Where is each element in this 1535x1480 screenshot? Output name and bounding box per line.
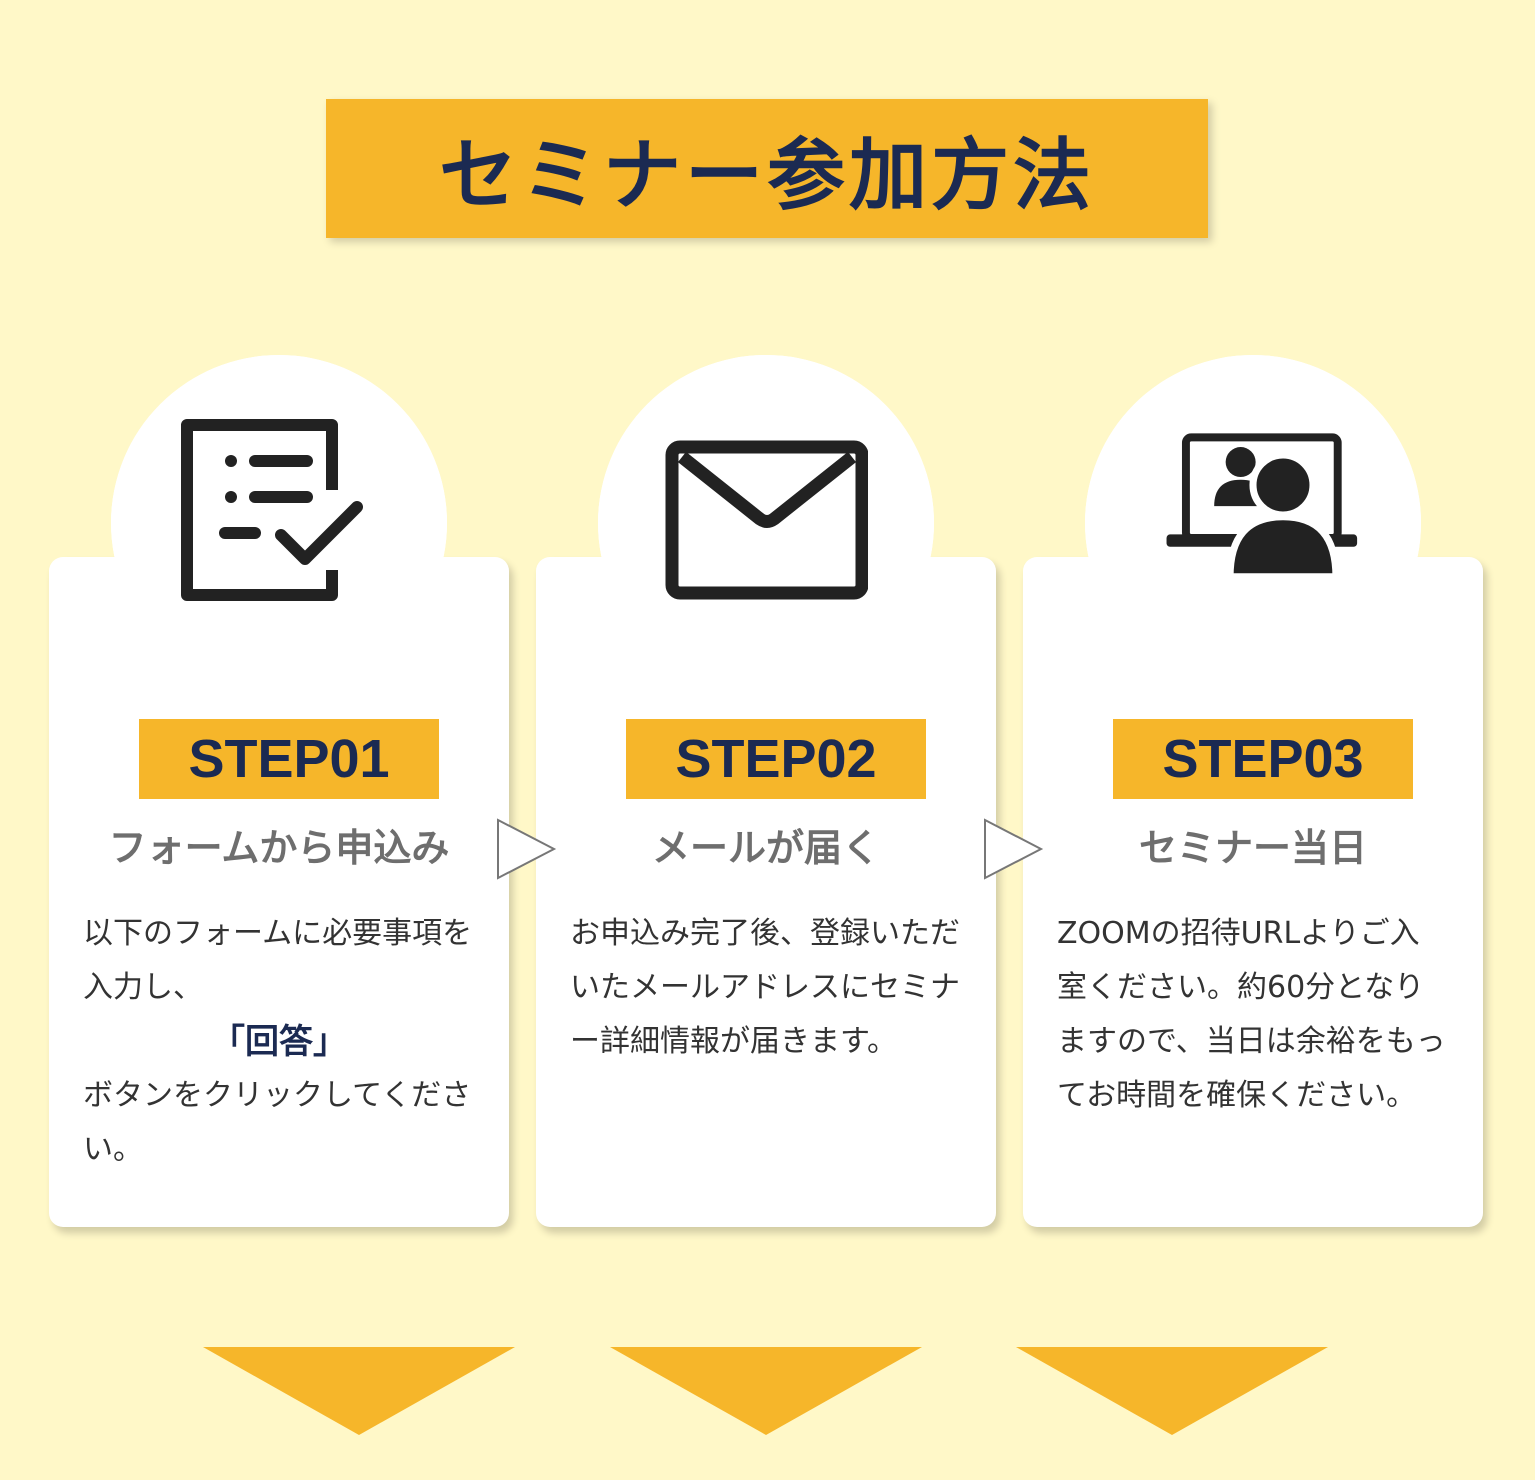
next-step-arrow-icon <box>984 818 1044 880</box>
title-banner: セミナー参加方法 <box>326 99 1208 238</box>
down-arrow-icon <box>610 1347 922 1435</box>
down-arrow-icon <box>203 1347 515 1435</box>
step-label: STEP02 <box>626 719 926 799</box>
page-title: セミナー参加方法 <box>438 130 1095 221</box>
step-description-after: ボタンをクリックしてください。 <box>83 1078 472 1167</box>
video-meeting-icon <box>1166 433 1358 581</box>
step-card-2: STEP02 メールが届く お申込み完了後、登録いただいたメールアドレスにセミナ… <box>536 355 996 1227</box>
step-description: ZOOMの招待URLよりご入室ください。約60分となりますので、当日は余裕をもっ… <box>1057 916 1446 1113</box>
step-circle-top <box>111 355 447 691</box>
step-heading: メールが届く <box>651 826 880 870</box>
step-card-3: STEP03 セミナー当日 ZOOMの招待URLよりご入室ください。約60分とな… <box>1023 355 1483 1227</box>
form-checklist-icon <box>181 419 363 601</box>
step-description: お申込み完了後、登録いただいたメールアドレスにセミナー詳細情報が届きます。 <box>570 916 960 1059</box>
step-card-1: STEP01 フォームから申込み 以下のフォームに必要事項を入力し、 「回答」 … <box>49 355 509 1227</box>
step-label: STEP01 <box>139 719 439 799</box>
step-heading: セミナー当日 <box>1138 826 1367 870</box>
step-heading: フォームから申込み <box>108 826 450 870</box>
step-description: 以下のフォームに必要事項を入力し、 「回答」 ボタンをクリックしてください。 <box>83 907 475 1177</box>
step-label: STEP03 <box>1113 719 1413 799</box>
answer-emphasis: 「回答」 <box>211 1022 347 1062</box>
envelope-icon <box>665 440 868 600</box>
next-step-arrow-icon <box>497 818 557 880</box>
down-arrow-icon <box>1016 1347 1328 1435</box>
step-description-before: 以下のフォームに必要事項を入力し、 <box>83 916 473 1005</box>
